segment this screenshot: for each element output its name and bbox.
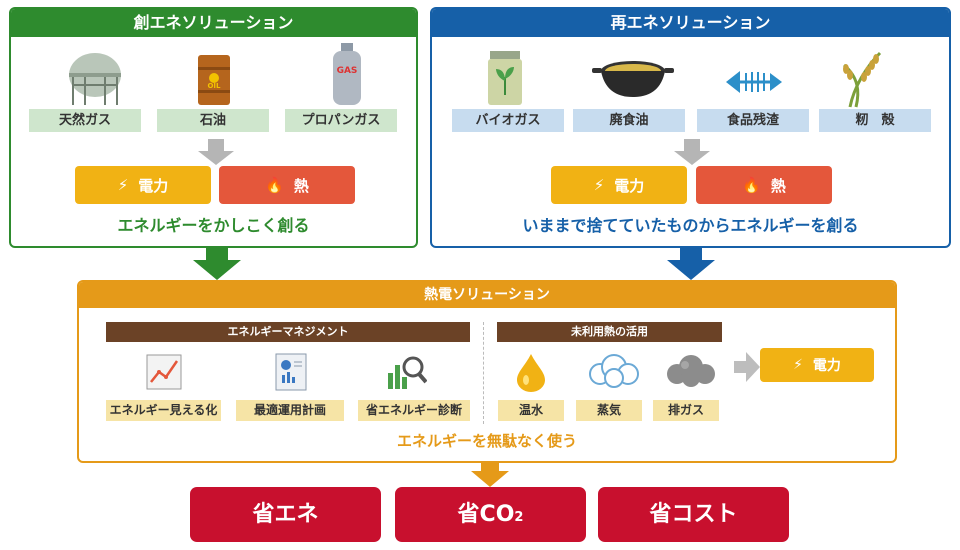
create-heat-pill: 🔥 熱 [219, 166, 355, 204]
result-co2-subscript: 2 [514, 510, 524, 525]
biogas-container-icon [488, 51, 522, 105]
create-item-propane: プロパンガス [285, 109, 397, 132]
report-document-icon [275, 353, 307, 391]
line-chart-icon [146, 354, 182, 390]
heat-power-label: 電力 [812, 358, 841, 374]
create-power-pill: ⚡ 電力 [75, 166, 211, 204]
renew-heat-label: 熱 [770, 176, 786, 195]
create-item-natural-gas: 天然ガス [29, 109, 141, 132]
renew-item-waste-oil: 廃食油 [573, 109, 685, 132]
unused-item-steam: 蒸気 [576, 400, 642, 421]
right-arrow-icon [734, 352, 760, 382]
oil-drum-text: OIL [207, 82, 221, 90]
renew-heat-pill: 🔥 熱 [696, 166, 832, 204]
unused-item-hot-water: 温水 [498, 400, 564, 421]
result-co2-saving: 省CO2 [395, 487, 586, 542]
create-energy-title: 創エネソリューション [11, 9, 416, 37]
oil-drum-icon: OIL [198, 55, 230, 105]
lightning-icon: ⚡ [593, 176, 605, 194]
renew-tagline: いままで捨てていたものからエネルギーを創る [522, 216, 859, 235]
rice-plant-icon [842, 51, 882, 108]
water-drop-icon [517, 354, 545, 392]
energy-management-header: エネルギーマネジメント [106, 322, 470, 342]
create-energy-panel: 創エネソリューション OIL GAS 天然ガス 石油 プロパンガス ⚡ 電力 🔥… [9, 7, 418, 248]
renew-power-pill: ⚡ 電力 [551, 166, 687, 204]
renewable-energy-title: 再エネソリューション [432, 9, 949, 37]
heat-power-panel: 熱電ソリューション エネルギーマネジメント 未利用熱の活用 エネルギー見える化 … [77, 280, 897, 463]
heat-tagline: エネルギーを無駄なく使う [396, 432, 577, 450]
green-down-arrow-icon [193, 248, 241, 280]
lightning-icon: ⚡ [793, 357, 803, 373]
flame-icon: 🔥 [265, 176, 284, 194]
exhaust-cloud-icon [667, 355, 715, 387]
renew-item-rice-husk: 籾 殻 [819, 109, 931, 132]
create-item-oil: 石油 [157, 109, 269, 132]
down-arrow-icon [198, 139, 234, 165]
gas-tank-icon [69, 53, 121, 105]
lightning-icon: ⚡ [117, 176, 129, 194]
create-power-label: 電力 [138, 176, 169, 195]
orange-down-arrow-icon [471, 463, 509, 487]
result-co2-prefix: 省CO [457, 502, 515, 527]
heat-power-pill: ⚡ 電力 [760, 348, 874, 382]
magnifier-chart-icon [388, 356, 427, 389]
fish-bone-icon [726, 71, 782, 93]
flame-icon: 🔥 [742, 176, 761, 194]
unused-heat-header: 未利用熱の活用 [497, 322, 722, 342]
renew-power-label: 電力 [614, 176, 645, 195]
management-item-visualization: エネルギー見える化 [106, 400, 221, 421]
propane-cylinder-icon: GAS [333, 43, 361, 105]
unused-item-exhaust-gas: 排ガス [653, 400, 719, 421]
blue-down-arrow-icon [667, 248, 715, 280]
gas-cylinder-text: GAS [337, 66, 358, 76]
heat-power-title: 熱電ソリューション [79, 282, 895, 308]
frying-pan-icon [592, 61, 674, 97]
steam-cloud-icon [589, 354, 639, 388]
create-heat-label: 熱 [293, 176, 309, 195]
renew-item-biogas: バイオガス [452, 109, 564, 132]
management-item-optimal-plan: 最適運用計画 [236, 400, 344, 421]
result-cost-saving: 省コスト [598, 487, 789, 542]
renewable-energy-panel: 再エネソリューション バイオガス 廃食油 食品残渣 [430, 7, 951, 248]
down-arrow-icon [674, 139, 710, 165]
result-energy-saving: 省エネ [190, 487, 381, 542]
renew-item-food-waste: 食品残渣 [697, 109, 809, 132]
management-item-diagnosis: 省エネルギー診断 [358, 400, 470, 421]
create-tagline: エネルギーをかしこく創る [117, 216, 310, 235]
section-divider [483, 322, 484, 424]
